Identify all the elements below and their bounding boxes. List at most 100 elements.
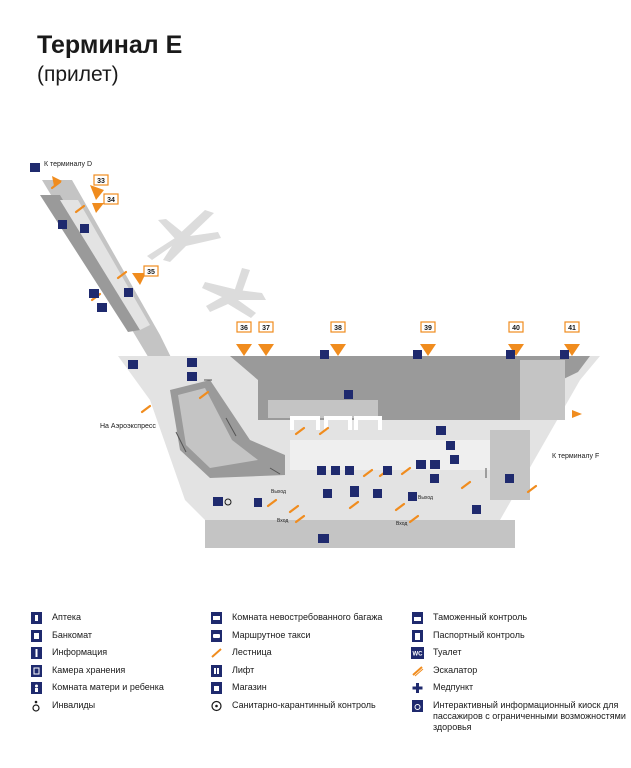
shuttle-taxi-icon	[30, 163, 40, 172]
gate-40: 40	[508, 321, 524, 333]
toilet-icon	[416, 460, 426, 469]
legend-item: Интерактивный информационный киоск для п…	[411, 699, 631, 732]
legend-column-3: Таможенный контроль Паспортный контроль …	[411, 612, 631, 732]
legend-column-2: Комната невостребованного багажа Маршрут…	[210, 612, 382, 717]
toilet-icon	[97, 303, 107, 312]
arrow-icon-right	[572, 410, 582, 418]
gate-39: 39	[420, 321, 436, 333]
atm-icon	[31, 629, 42, 642]
elevator-icon	[211, 664, 222, 677]
legend-item: Медпункт	[411, 682, 631, 700]
legend-item: Лестница	[210, 647, 382, 665]
jet-bridges	[90, 185, 580, 356]
to-aeroexpress-label: На Аэроэкспресс	[100, 423, 156, 430]
mother-child-icon	[373, 489, 382, 498]
to-terminal-d-label: К терминалу D	[44, 161, 92, 168]
luggage-storage-icon	[31, 664, 42, 677]
airplane-icon-1	[147, 210, 221, 262]
svg-text:38: 38	[334, 325, 342, 332]
terminal-map: 33 34 35 36 37 38 39 40 41	[30, 161, 600, 548]
shuttle-taxi-icon	[211, 629, 222, 642]
gate-37: 37	[258, 321, 274, 333]
legend-item: Аптека	[30, 612, 164, 630]
page-subtitle: (прилет)	[37, 63, 119, 86]
accessible-kiosk-icon	[412, 699, 423, 712]
first-aid-icon	[412, 683, 423, 693]
pharmacy-icon	[31, 612, 42, 624]
stairs-icon	[211, 648, 222, 658]
accessible-kiosk-icon	[430, 474, 439, 483]
gate-34: 34	[103, 193, 119, 205]
customs-icon	[446, 441, 455, 450]
airplane-icon-2	[202, 268, 266, 318]
gate-35: 35	[143, 265, 159, 277]
lost-baggage-icon	[436, 426, 446, 435]
luggage-storage-icon	[505, 474, 514, 483]
legend-item: Инвалиды	[30, 700, 164, 718]
legend-item: Камера хранения	[30, 664, 164, 683]
gate-36: 36	[236, 321, 252, 333]
wheelchair-icon	[224, 498, 232, 506]
luggage-storage-icon	[560, 350, 569, 359]
gate-41: 41	[564, 321, 580, 333]
passport-icon	[412, 629, 423, 642]
shuttle-taxi-icon	[318, 534, 329, 543]
toilet-icon	[89, 289, 99, 298]
exit-label-4: Вход	[396, 521, 407, 527]
direction-arrows	[175, 379, 487, 478]
legend-item: Комната матери и ребенка	[30, 682, 164, 700]
quarantine-icon	[187, 358, 197, 367]
wheelchair-icon	[32, 700, 40, 712]
exit-label-3: Выход	[418, 495, 433, 501]
luggage-storage-icon	[472, 505, 481, 514]
map-icons	[30, 163, 569, 543]
info-icon	[350, 486, 359, 497]
svg-text:35: 35	[147, 269, 155, 276]
luggage-storage-icon	[506, 350, 515, 359]
svg-text:37: 37	[262, 325, 270, 332]
legend-item: Эскалатор	[411, 665, 631, 683]
luggage-storage-icon	[413, 350, 422, 359]
quarantine-icon	[211, 700, 222, 711]
shop-icon	[345, 466, 354, 475]
exit-label-2: Вход	[277, 518, 288, 524]
page-title: Терминал E	[37, 31, 183, 59]
svg-text:36: 36	[240, 325, 248, 332]
exit-label-1: Выход	[271, 489, 286, 495]
svg-text:33: 33	[97, 178, 105, 185]
pharmacy-icon	[254, 498, 262, 507]
legend-item: Маршрутное такси	[210, 629, 382, 648]
legend-item: Санитарно-карантинный контроль	[210, 700, 382, 718]
legend-item: Магазин	[210, 682, 382, 700]
luggage-storage-icon	[124, 288, 133, 297]
toilet-icon	[213, 497, 223, 506]
svg-text:40: 40	[512, 325, 520, 332]
toilet-icon	[128, 360, 138, 369]
legend-item: Таможенный контроль	[411, 612, 631, 630]
mother-child-icon	[323, 489, 332, 498]
to-terminal-f-label: К терминалу F	[552, 453, 599, 460]
shop-icon	[317, 466, 326, 475]
terminal-building	[118, 356, 600, 548]
legend-item: Комната невостребованного багажа	[210, 612, 382, 630]
luggage-storage-icon	[408, 492, 417, 501]
escalator-icon	[412, 665, 424, 676]
svg-text:34: 34	[107, 197, 115, 204]
shop-icon	[383, 466, 392, 475]
arrow-icon-terminal-d	[52, 176, 62, 186]
legend-column-1: Аптека Банкомат Информация Камера хранен…	[30, 612, 164, 717]
mother-child-icon	[31, 682, 42, 694]
baggage-carousels	[290, 416, 382, 430]
lost-baggage-icon	[211, 612, 222, 624]
info-icon	[31, 647, 42, 659]
legend-item: Информация	[30, 647, 164, 665]
toilet-icon	[430, 460, 440, 469]
shop-icon	[331, 466, 340, 475]
passport-icon	[80, 224, 89, 233]
svg-text:WC: WC	[413, 652, 424, 658]
first-aid-icon	[187, 372, 197, 381]
customs-icon	[412, 612, 423, 624]
toilet-icon: WC	[411, 647, 424, 659]
luggage-storage-icon	[344, 390, 353, 399]
